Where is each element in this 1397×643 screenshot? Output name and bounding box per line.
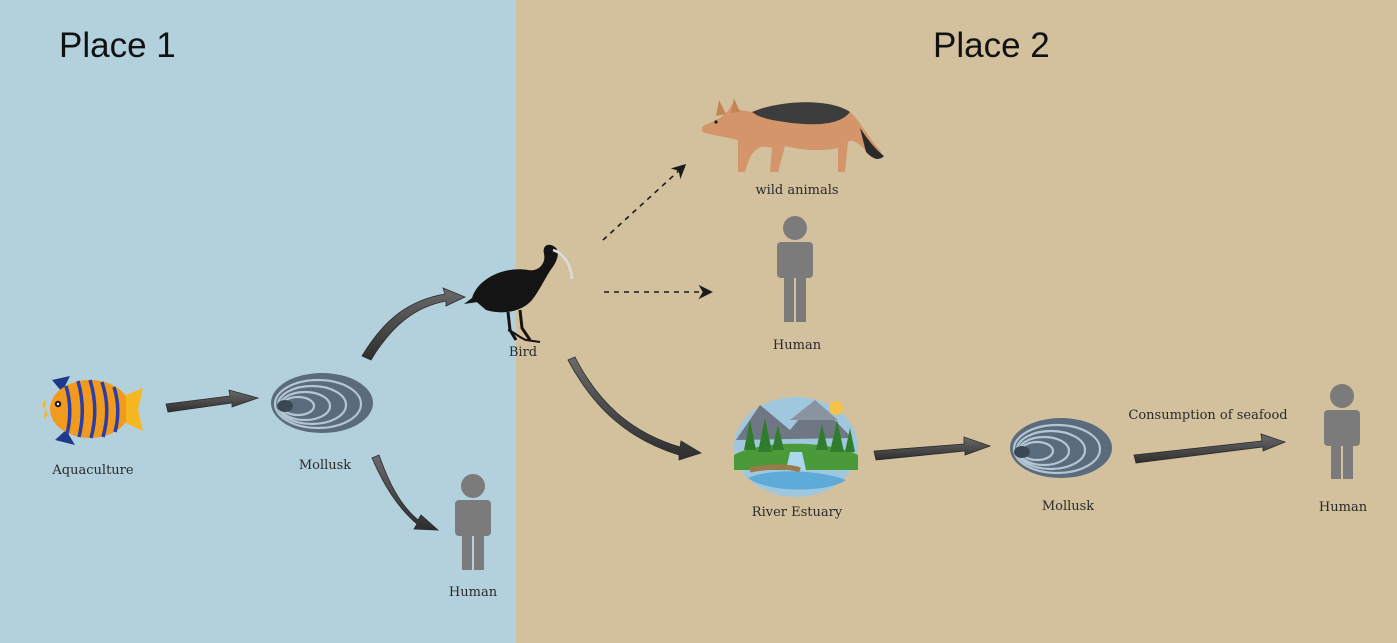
wild-animals-label: wild animals [755, 183, 839, 198]
place-1-panel [0, 0, 516, 643]
mollusk-shell-icon-1 [271, 373, 373, 433]
mollusk-2-label: Mollusk [1041, 499, 1095, 514]
river-landscape-icon [734, 397, 858, 497]
human-3-label: Human [1318, 500, 1368, 515]
jackal-icon [701, 98, 884, 172]
mollusk-1-label: Mollusk [298, 458, 352, 473]
consumption-label: Consumption of seafood [1128, 408, 1288, 423]
arrow-mollusk-to-human [371, 454, 440, 531]
arrow-bird-to-estuary [567, 356, 702, 461]
arrow-mollusk-to-bird [361, 287, 466, 361]
human-figure-icon-2 [777, 216, 813, 322]
human-1-label: Human [448, 585, 498, 600]
mollusk-shell-icon-2 [1010, 418, 1112, 478]
place-1-title: Place 1 [59, 26, 176, 65]
aquaculture-label: Aquaculture [52, 463, 134, 478]
arrow-mollusk-to-human-consumption [1133, 433, 1287, 464]
angelfish-icon [42, 376, 143, 445]
dashed-arrow-bird-to-wild-animals [602, 164, 687, 241]
arrow-aquaculture-to-mollusk [165, 389, 260, 413]
human-figure-icon-1 [455, 474, 491, 570]
human-figure-icon-3 [1324, 384, 1360, 479]
bird-label: Bird [508, 345, 538, 360]
human-2-label: Human [772, 338, 822, 353]
ibis-bird-icon [464, 244, 574, 343]
place-2-panel [516, 0, 1397, 643]
arrow-estuary-to-mollusk [873, 436, 992, 461]
place-2-title: Place 2 [933, 26, 1050, 65]
river-estuary-label: River Estuary [751, 505, 843, 520]
